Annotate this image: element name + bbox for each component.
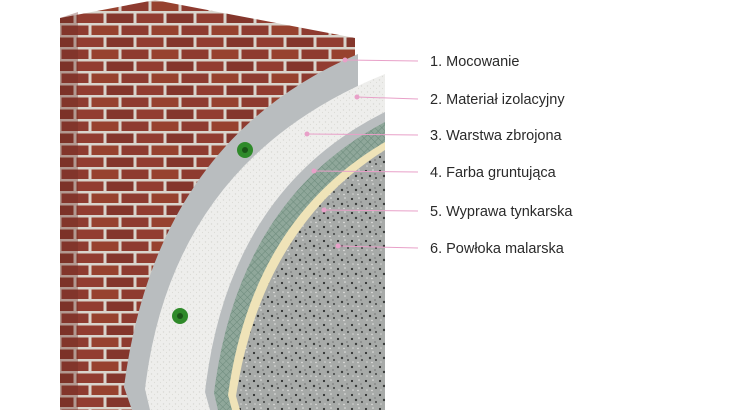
layer-label-1: 1. Mocowanie bbox=[430, 54, 520, 70]
anchor-icon bbox=[237, 142, 253, 158]
layer-label-4: 4. Farba gruntująca bbox=[430, 165, 556, 181]
leader-line-1 bbox=[342, 57, 419, 63]
anchor-icon bbox=[172, 308, 188, 324]
leader-line-3 bbox=[304, 131, 419, 137]
layer-label-6: 6. Powłoka malarska bbox=[430, 241, 564, 257]
leader-line-5 bbox=[321, 207, 419, 213]
leader-line-4 bbox=[311, 168, 419, 174]
layer-label-2: 2. Materiał izolacyjny bbox=[430, 92, 565, 108]
leader-line-2 bbox=[354, 94, 419, 100]
layer-label-5: 5. Wyprawa tynkarska bbox=[430, 204, 573, 220]
leader-line-6 bbox=[335, 243, 419, 249]
layer-label-3: 3. Warstwa zbrojona bbox=[430, 128, 562, 144]
brick-wall-side bbox=[60, 12, 78, 410]
plaster-layer bbox=[236, 150, 385, 410]
